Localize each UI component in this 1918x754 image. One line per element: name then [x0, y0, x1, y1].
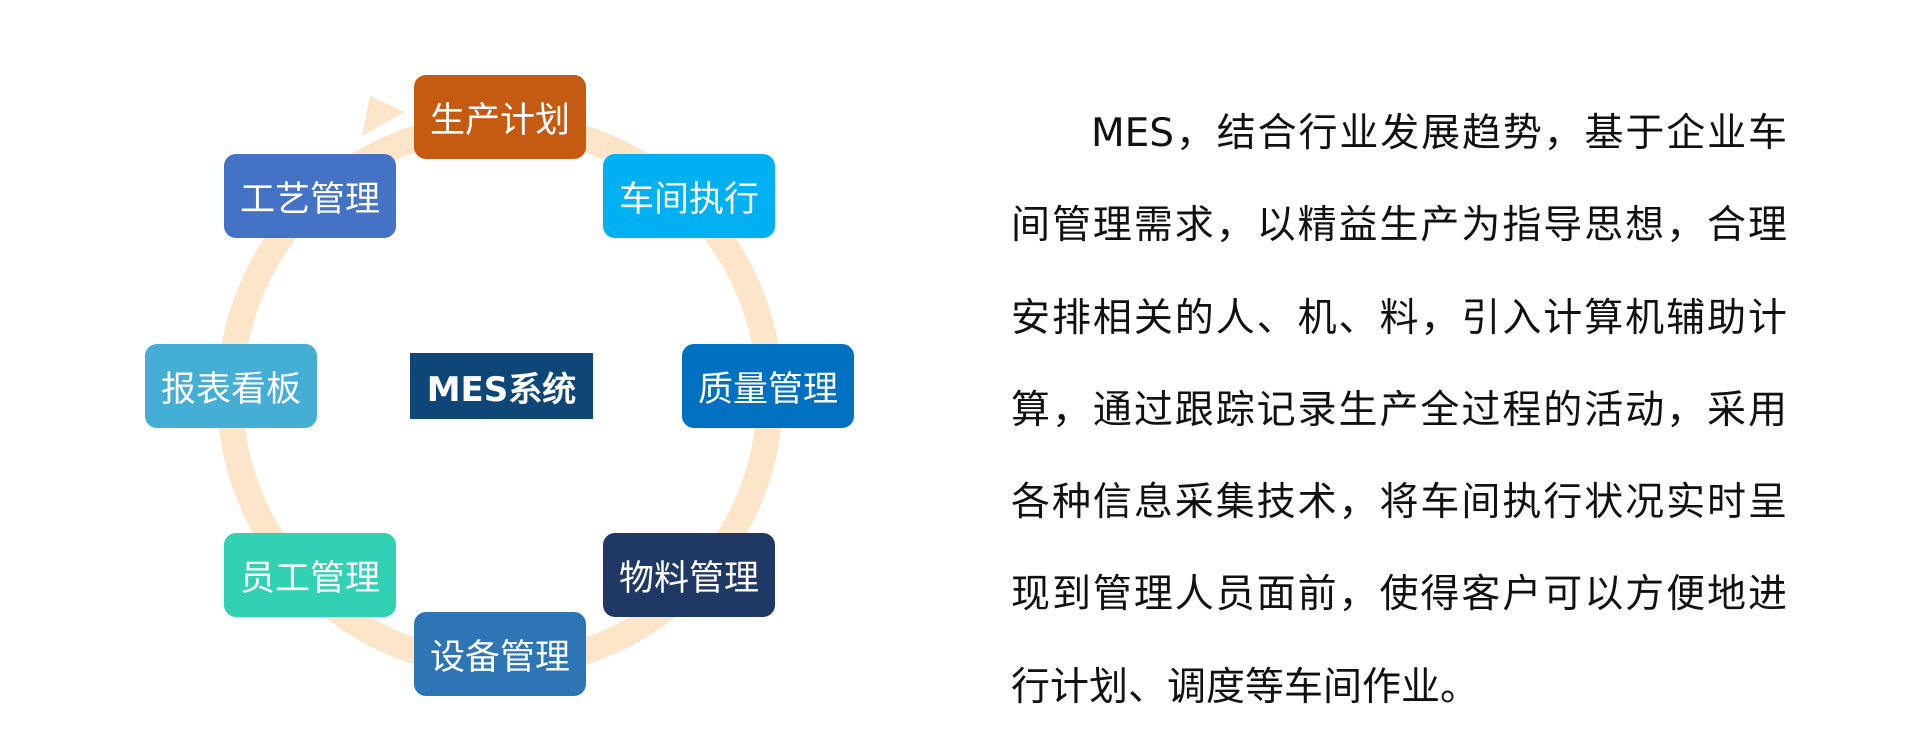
node-process-management: 工艺管理 [224, 154, 396, 238]
node-workshop-execution: 车间执行 [603, 154, 775, 238]
node-production-plan: 生产计划 [414, 75, 586, 159]
node-equipment-management: 设备管理 [414, 612, 586, 696]
node-report-dashboard: 报表看板 [145, 344, 317, 428]
node-staff-management: 员工管理 [224, 533, 396, 617]
mes-cycle-diagram: 生产计划 车间执行 质量管理 物料管理 设备管理 员工管理 报表看板 工艺管理 … [145, 75, 854, 696]
description-paragraph: MES，结合行业发展趋势，基于企业车间管理需求，以精益生产为指导思想，合理安排相… [1011, 111, 1787, 710]
ring-arrow-head [362, 96, 405, 136]
center-label: MES系统 [410, 353, 593, 419]
node-quality-management: 质量管理 [682, 344, 854, 428]
node-material-management: 物料管理 [603, 533, 775, 617]
